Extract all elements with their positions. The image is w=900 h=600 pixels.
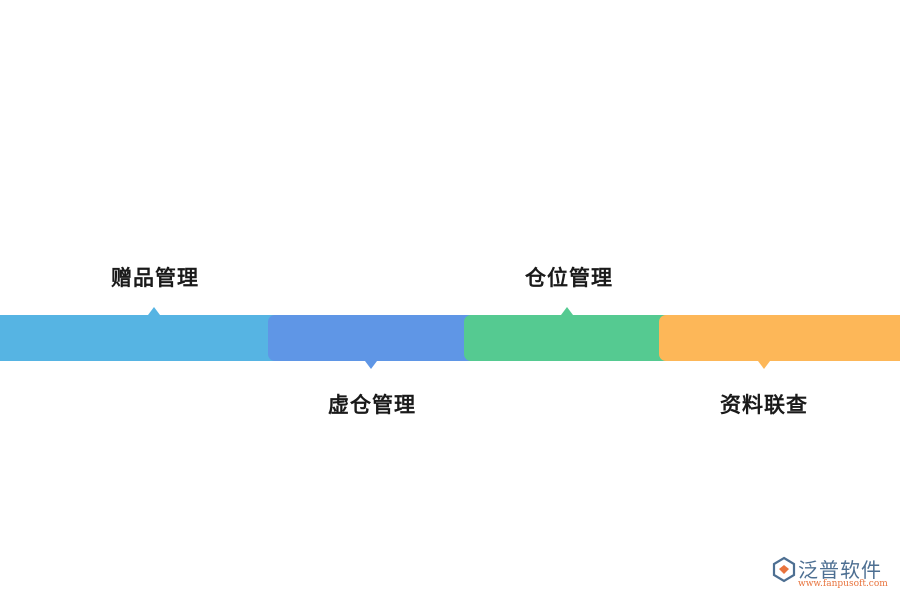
step-label-virtual-warehouse: 虚仓管理	[328, 393, 416, 417]
timeline-segment-4	[659, 315, 900, 369]
step-label-bin-location: 仓位管理	[525, 266, 613, 290]
logo-icon	[772, 556, 796, 583]
pointer-down-4	[758, 361, 770, 369]
step-label-data-lookup: 资料联查	[720, 393, 808, 417]
timeline-segment-1	[0, 307, 280, 361]
pointer-down-2	[365, 361, 377, 369]
pointer-up-3	[561, 307, 573, 315]
timeline-segment-2	[268, 315, 478, 369]
watermark-logo: 泛普软件 www.fanpusoft.com	[768, 553, 892, 593]
step-label-gift-management: 赠品管理	[111, 266, 199, 290]
watermark-url: www.fanpusoft.com	[798, 579, 888, 589]
timeline-segment-3	[464, 307, 670, 361]
pointer-up-1	[148, 307, 160, 315]
watermark-name: 泛普软件	[798, 558, 882, 582]
